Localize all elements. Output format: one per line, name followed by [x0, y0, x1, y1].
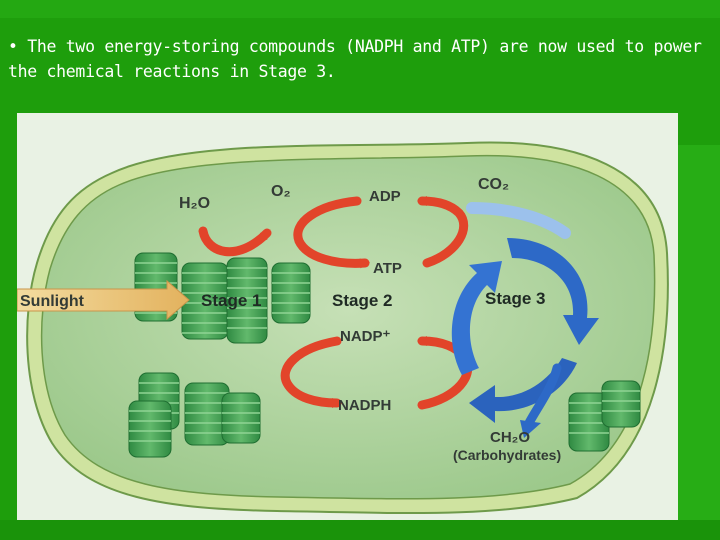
o2-label: O₂: [271, 183, 291, 200]
thylakoid-stack: [128, 372, 261, 458]
adp-to-atp-arrow: [293, 196, 370, 269]
photosynthesis-svg: H₂O O₂ ADP CO₂ ATP Sunlight Stage 1 Stag…: [17, 141, 669, 515]
background-stripe: [0, 0, 720, 18]
nadph-label: NADPH: [338, 397, 391, 414]
water-to-oxygen-arrow: [198, 226, 272, 257]
adp-label: ADP: [369, 188, 401, 205]
atp-to-adp-arrow: [417, 196, 469, 268]
background-stripe: [0, 520, 720, 540]
nadp-to-nadph-arrow: [280, 336, 342, 408]
sunlight-label: Sunlight: [20, 293, 85, 310]
co2-label: CO₂: [478, 176, 509, 193]
slide-caption: • The two energy-storing compounds (NADP…: [8, 37, 702, 81]
nadp-label: NADP⁺: [340, 328, 391, 345]
thylakoid-stack: [568, 380, 641, 452]
stage3-label: Stage 3: [485, 289, 545, 308]
h2o-label: H₂O: [179, 195, 210, 212]
ch2o-label: CH₂O: [490, 429, 530, 446]
stage2-label: Stage 2: [332, 291, 392, 310]
atp-label: ATP: [373, 260, 402, 277]
sunlight-arrow: [17, 279, 190, 321]
photosynthesis-diagram: H₂O O₂ ADP CO₂ ATP Sunlight Stage 1 Stag…: [17, 113, 678, 520]
background-stripe: [678, 145, 720, 540]
stage1-label: Stage 1: [201, 291, 261, 310]
thylakoid-stack: [134, 252, 311, 344]
carbohydrates-label: (Carbohydrates): [453, 447, 561, 463]
calvin-cycle-arrows: [451, 202, 599, 438]
